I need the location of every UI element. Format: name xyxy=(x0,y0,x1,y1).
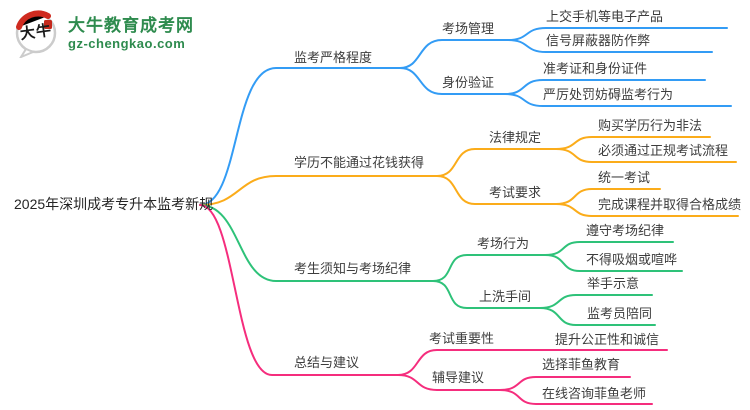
sub-node-legal-provisions: 法律规定 xyxy=(489,130,542,145)
mindmap-root-node: 2025年深圳成考专升本监考新规 xyxy=(14,196,214,212)
logo-site-name: 大牛教育成考网 xyxy=(68,15,194,35)
sub-node-exam-room-management: 考场管理 xyxy=(442,21,495,36)
leaf-node-formal-exam-process: 必须通过正规考试流程 xyxy=(598,143,729,158)
connector-branch-4 xyxy=(199,204,668,405)
logo-bull-icon: 大牛 xyxy=(14,10,60,60)
leaf-node-unified-exam: 统一考试 xyxy=(598,170,651,185)
sub-node-tutoring-advice: 辅导建议 xyxy=(432,370,485,385)
logo-text-block: 大牛教育成考网 gz-chengkao.com xyxy=(68,15,194,52)
sub-node-exam-room-behavior: 考场行为 xyxy=(477,236,530,251)
sub-node-identity-verification: 身份验证 xyxy=(442,75,495,90)
connector-b3-main xyxy=(199,204,434,282)
connector-b1-c1 xyxy=(399,39,509,69)
leaf-node-choose-feiyu-education: 选择菲鱼教育 xyxy=(542,357,621,372)
connector-b3-c2 xyxy=(432,280,541,309)
sub-node-exam-requirements: 考试要求 xyxy=(489,185,542,200)
connector-branch-3 xyxy=(199,204,683,326)
leaf-node-signal-jammer: 信号屏蔽器防作弊 xyxy=(546,33,651,48)
logo-site-domain: gz-chengkao.com xyxy=(68,36,186,52)
leaf-node-consult-feiyu-teacher: 在线咨询菲鱼老师 xyxy=(542,386,647,401)
connector-b1-main xyxy=(199,67,401,206)
connector-b4-c2-l2 xyxy=(499,389,653,405)
connector-b4-c2 xyxy=(397,374,501,391)
connector-b2-c1 xyxy=(436,148,557,177)
connector-b4-main xyxy=(199,204,399,376)
branch-node-summary-suggestions: 总结与建议 xyxy=(294,355,360,370)
connector-b3-c2-l2 xyxy=(539,307,656,326)
leaf-node-admission-id-documents: 准考证和身份证件 xyxy=(543,61,648,76)
leaf-node-punish-obstruction: 严厉处罚妨碍监考行为 xyxy=(543,87,674,102)
connector-b2-c2 xyxy=(436,175,557,205)
connector-b3-c1-l2 xyxy=(544,254,683,272)
connector-branch-2 xyxy=(199,136,739,217)
connector-b1-c2-l2 xyxy=(504,93,732,107)
leaf-node-invigilator-escort: 监考员陪同 xyxy=(587,306,653,321)
sub-node-exam-importance: 考试重要性 xyxy=(429,331,495,346)
leaf-node-buying-diplomas-illegal: 购买学历行为非法 xyxy=(598,118,703,133)
leaf-node-fairness-integrity: 提升公正性和诚信 xyxy=(555,332,660,347)
connector-b4-c1 xyxy=(397,349,668,376)
branch-node-supervision-strictness: 监考严格程度 xyxy=(294,50,373,65)
sub-node-restroom-breaks: 上洗手间 xyxy=(479,289,532,304)
logo-bubble-graphic xyxy=(15,10,57,60)
site-logo: 大牛 大牛教育成考网 gz-chengkao.com xyxy=(14,10,194,60)
leaf-node-raise-hand: 举手示意 xyxy=(587,276,640,291)
leaf-node-complete-courses-pass: 完成课程并取得合格成绩 xyxy=(598,197,742,212)
leaf-node-hand-in-phones: 上交手机等电子产品 xyxy=(546,9,664,24)
connector-b2-c2-l2 xyxy=(555,203,739,217)
connector-b3-c1 xyxy=(432,254,546,282)
connector-b2-c1-l2 xyxy=(555,148,737,163)
branch-node-no-paid-diplomas: 学历不能通过花钱获得 xyxy=(294,155,425,170)
connector-b2-main xyxy=(199,175,438,206)
connector-b1-c2 xyxy=(399,67,506,95)
leaf-node-no-smoking-noise: 不得吸烟或喧哗 xyxy=(586,252,678,267)
branch-node-candidate-notice-discipline: 考生须知与考场纪律 xyxy=(294,261,412,276)
leaf-node-follow-discipline: 遵守考场纪律 xyxy=(586,223,665,238)
connector-b1-c1-l2 xyxy=(507,39,713,53)
connector-branch-1 xyxy=(199,27,732,206)
